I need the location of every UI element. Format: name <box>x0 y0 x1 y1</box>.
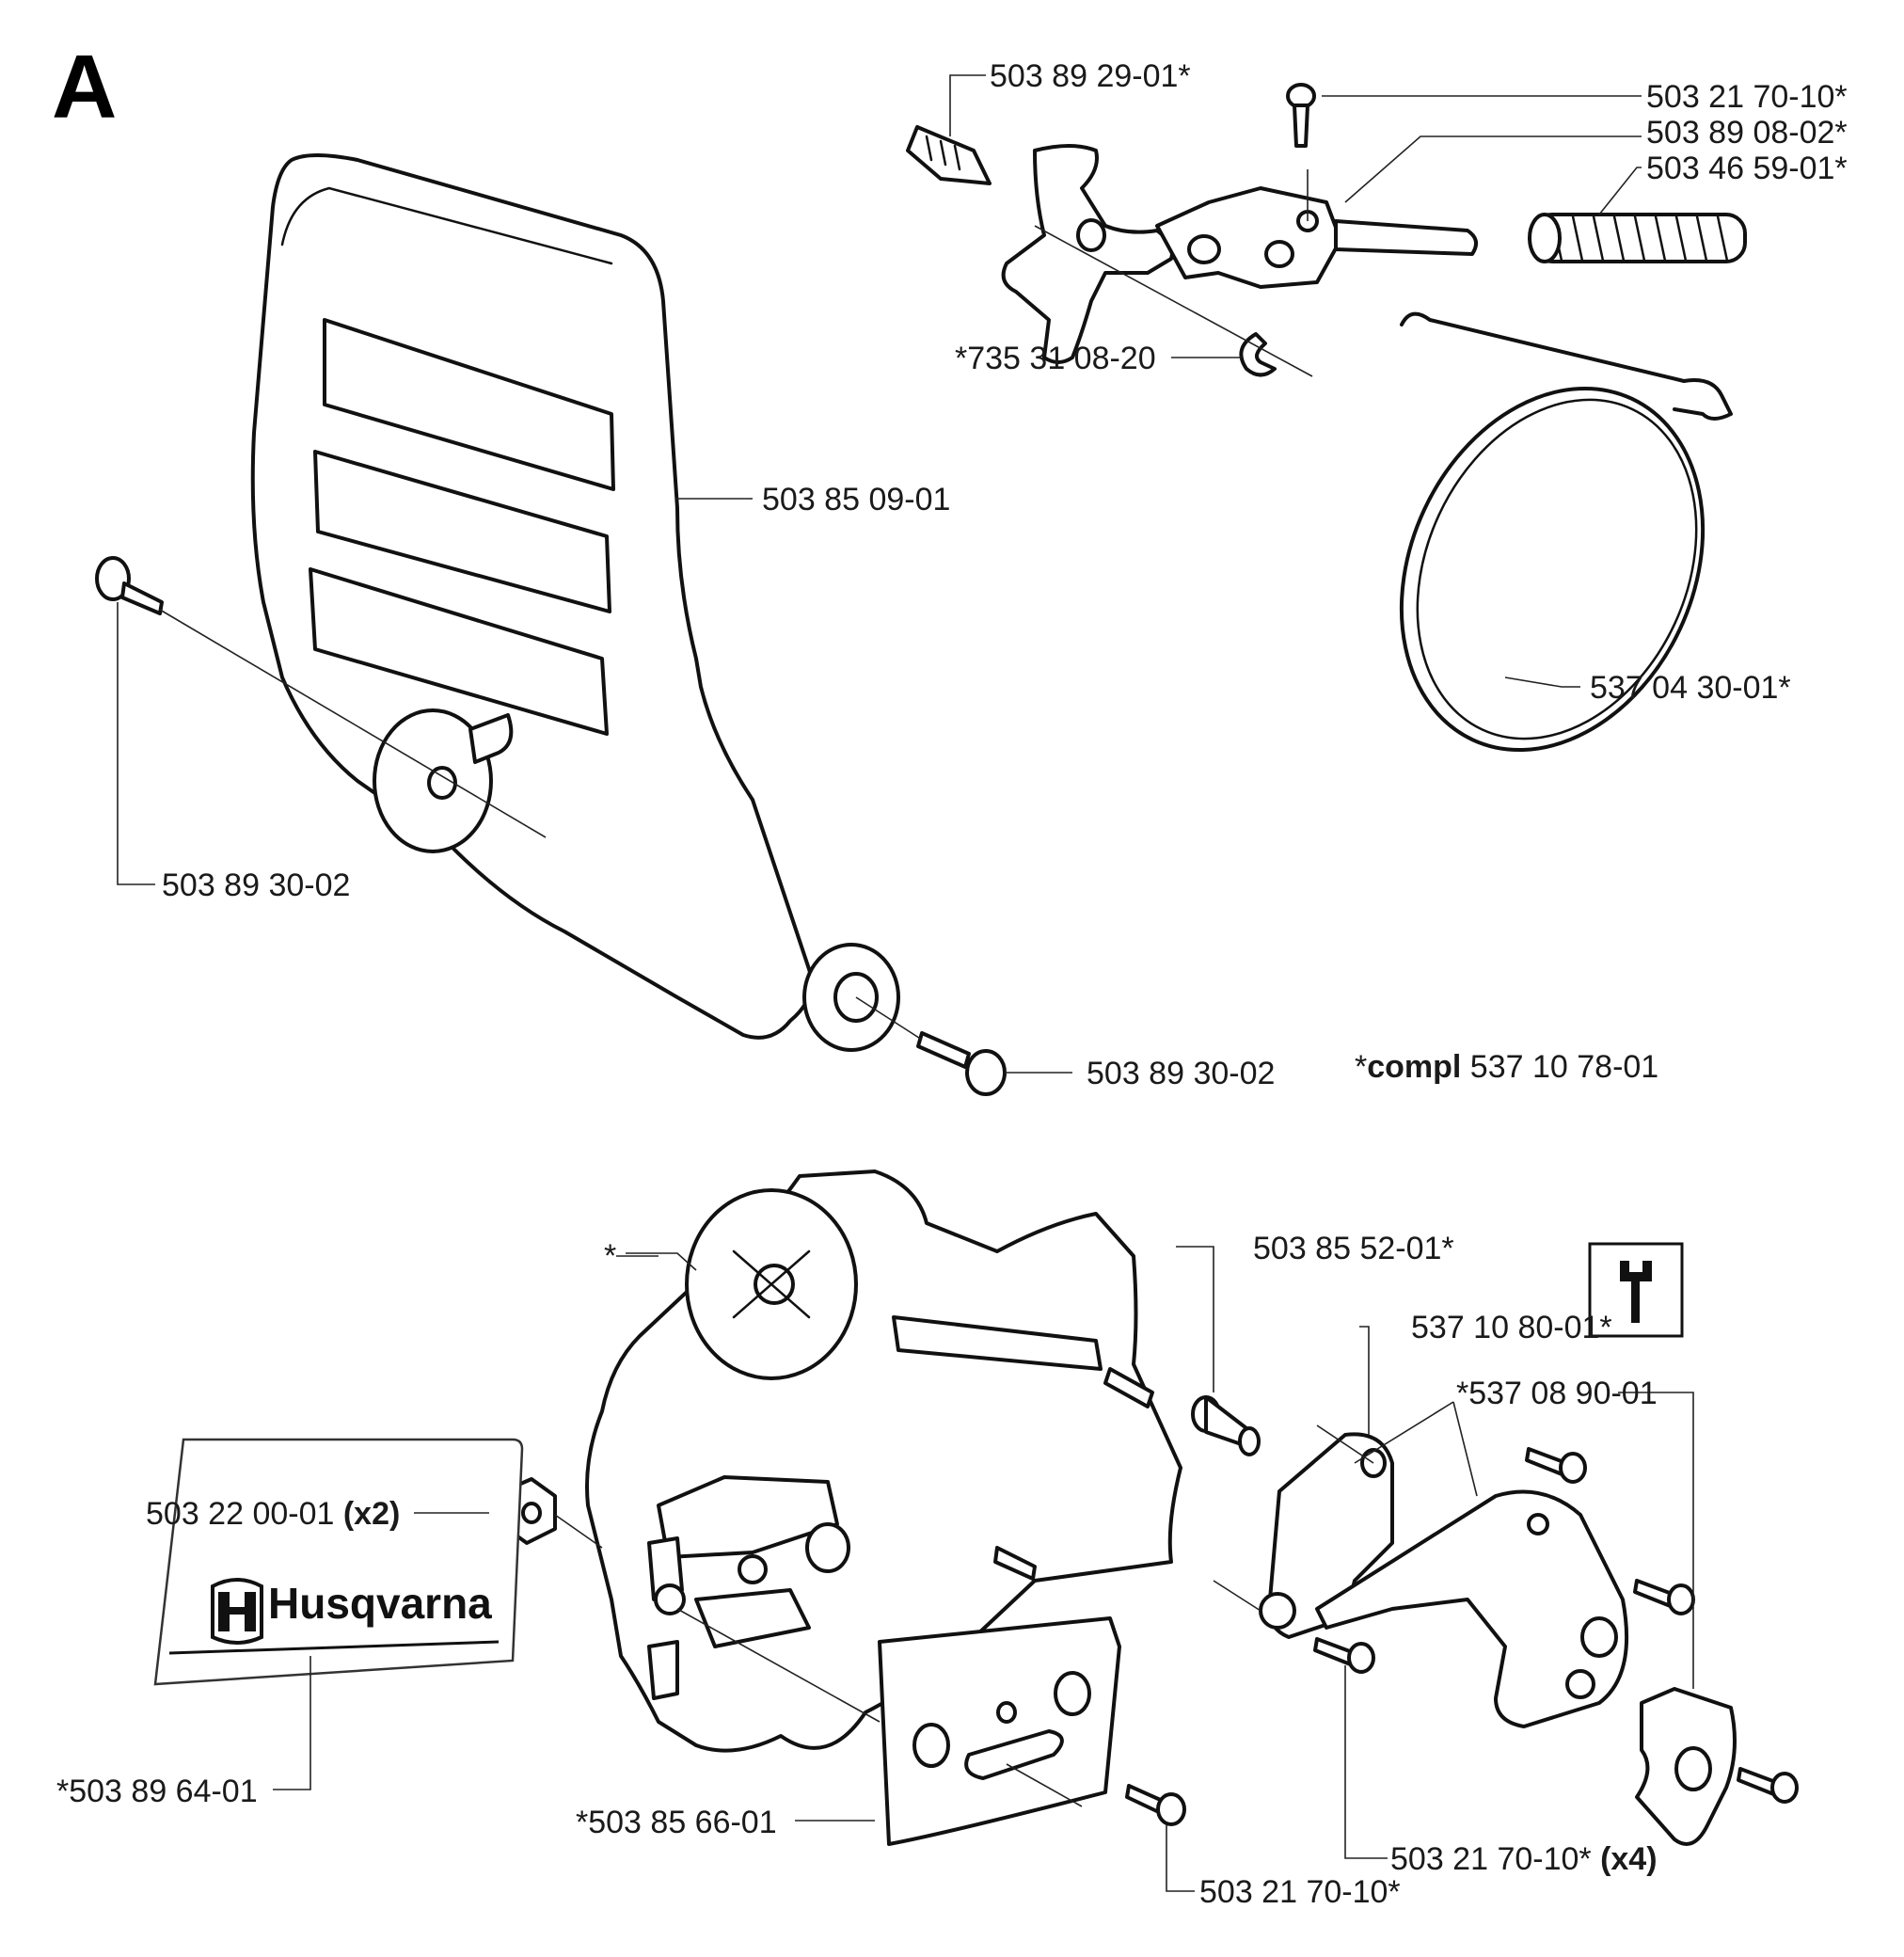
leader-lines <box>117 74 1694 1892</box>
label-503-21-70-10-bottom: 503 21 70-10* <box>1199 1874 1401 1910</box>
label-503-85-66-01: *503 85 66-01 <box>576 1805 777 1840</box>
screw-503-21-70-10-bottom <box>1125 1784 1186 1826</box>
hand-guard-503-85-09-01 <box>250 153 900 1052</box>
brake-band-537-04-30-01 <box>1399 311 1733 753</box>
pin-503-85-52-01 <box>1191 1395 1261 1456</box>
nut-qty: (x2) <box>343 1496 400 1532</box>
guard-screw-qty: (x4) <box>1600 1841 1657 1877</box>
circlip-735-31-08-20 <box>1034 225 1313 377</box>
spacer-block <box>1635 1687 1737 1846</box>
nut-number: 503 22 00-01 <box>146 1496 343 1532</box>
label-503-89-29-01: 503 89 29-01* <box>990 58 1191 94</box>
label-503-21-70-10-x4: 503 21 70-10* (x4) <box>1390 1841 1658 1877</box>
label-503-22-00-01-x2: 503 22 00-01 (x2) <box>146 1496 400 1532</box>
label-503-89-30-02-bottom: 503 89 30-02 <box>1087 1056 1275 1091</box>
label-503-21-70-10-top: 503 21 70-10* <box>1646 79 1848 115</box>
chain-guard-537-08-90-01 <box>1315 1489 1629 1728</box>
husqvarna-decal: Husqvarna <box>153 1438 524 1686</box>
label-compl-537-10-78-01: *compl 537 10 78-01 <box>1355 1049 1658 1085</box>
label-503-85-09-01: 503 85 09-01 <box>762 482 950 517</box>
label-735-31-08-20: *735 31 08-20 <box>955 341 1156 376</box>
label-537-08-90-01: *537 08 90-01 <box>1456 1376 1658 1411</box>
guard-screw-number: 503 21 70-10* <box>1390 1841 1600 1877</box>
label-503-89-08-02: 503 89 08-02* <box>1646 115 1848 151</box>
screws-503-21-70-10-x4 <box>1313 1447 1799 1804</box>
label-asterisk-cover: * <box>604 1238 616 1274</box>
compl-bold: compl <box>1367 1049 1461 1085</box>
husqvarna-crown-h-logo <box>211 1578 263 1645</box>
compl-asterisk: * <box>1355 1049 1367 1085</box>
label-503-46-59-01: 503 46 59-01* <box>1646 151 1848 186</box>
section-letter: A <box>52 37 117 137</box>
spring-503-46-59-01 <box>1528 213 1747 263</box>
compl-number: 537 10 78-01 <box>1461 1049 1658 1085</box>
label-503-89-30-02-left: 503 89 30-02 <box>162 867 350 903</box>
label-503-85-52-01: 503 85 52-01* <box>1253 1231 1454 1266</box>
clutch-cover <box>585 1169 1182 1753</box>
label-537-10-80-01: 537 10 80-01* <box>1411 1310 1612 1345</box>
decal-brand-text: Husqvarna <box>268 1579 492 1628</box>
guide-plate-503-85-66-01 <box>676 1608 1121 1846</box>
screw-503-21-70-10-top <box>1286 83 1316 148</box>
label-537-04-30-01: 537 04 30-01* <box>1590 670 1791 706</box>
screw-503-89-30-02-bottom <box>855 996 1007 1096</box>
wrench-icon <box>1588 1242 1684 1338</box>
label-503-89-64-01: *503 89 64-01 <box>56 1774 258 1809</box>
chain-guard-537-10-80-01 <box>1213 1424 1394 1639</box>
screw-503-89-30-02-left <box>95 556 547 838</box>
